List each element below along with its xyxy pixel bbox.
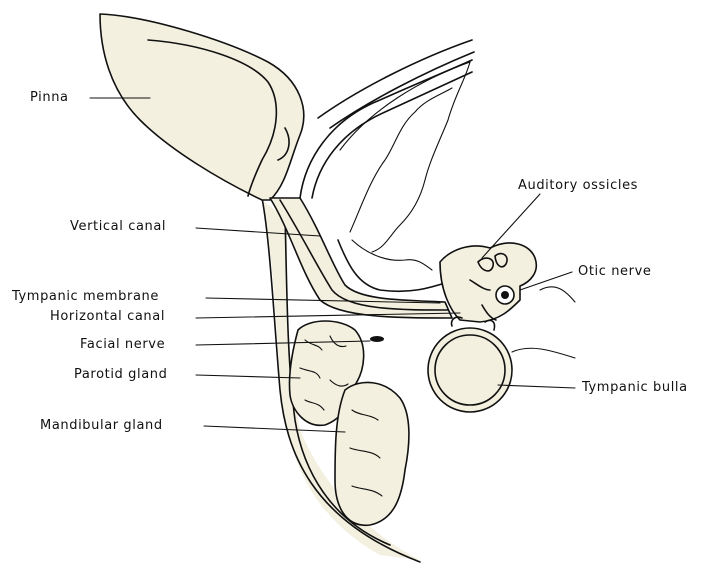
tympanic-bulla-shape <box>428 328 512 412</box>
label-tympanic-bulla: Tympanic bulla <box>582 380 688 395</box>
skull-right-line <box>540 287 575 302</box>
label-horizontal-canal: Horizontal canal <box>50 309 165 324</box>
label-auditory-ossicles: Auditory ossicles <box>518 178 638 193</box>
skull-wavy-edge <box>350 88 452 270</box>
label-parotid-gland: Parotid gland <box>74 367 167 382</box>
label-tympanic-membrane: Tympanic membrane <box>12 289 159 304</box>
pinna-shape <box>100 14 304 200</box>
mandibular-gland-shape <box>335 382 409 525</box>
label-mandibular-gland: Mandibular gland <box>40 418 163 433</box>
skull-right-line-lower <box>512 348 575 358</box>
middle-ear-cavity <box>440 243 536 322</box>
facial-nerve-shape <box>370 336 384 342</box>
canal-cartilage-upper <box>300 60 472 198</box>
ossicle-ring-core <box>501 291 509 299</box>
label-otic-nerve: Otic nerve <box>578 264 652 279</box>
leader-mandibular-gland <box>204 426 345 432</box>
label-pinna: Pinna <box>30 90 69 105</box>
temporal-bone-outline <box>340 62 470 252</box>
leader-tympanic-bulla <box>498 385 575 388</box>
label-facial-nerve: Facial nerve <box>80 337 165 352</box>
label-vertical-canal: Vertical canal <box>70 219 166 234</box>
skull-outline <box>318 40 472 118</box>
canal-cartilage-lower <box>338 240 448 291</box>
